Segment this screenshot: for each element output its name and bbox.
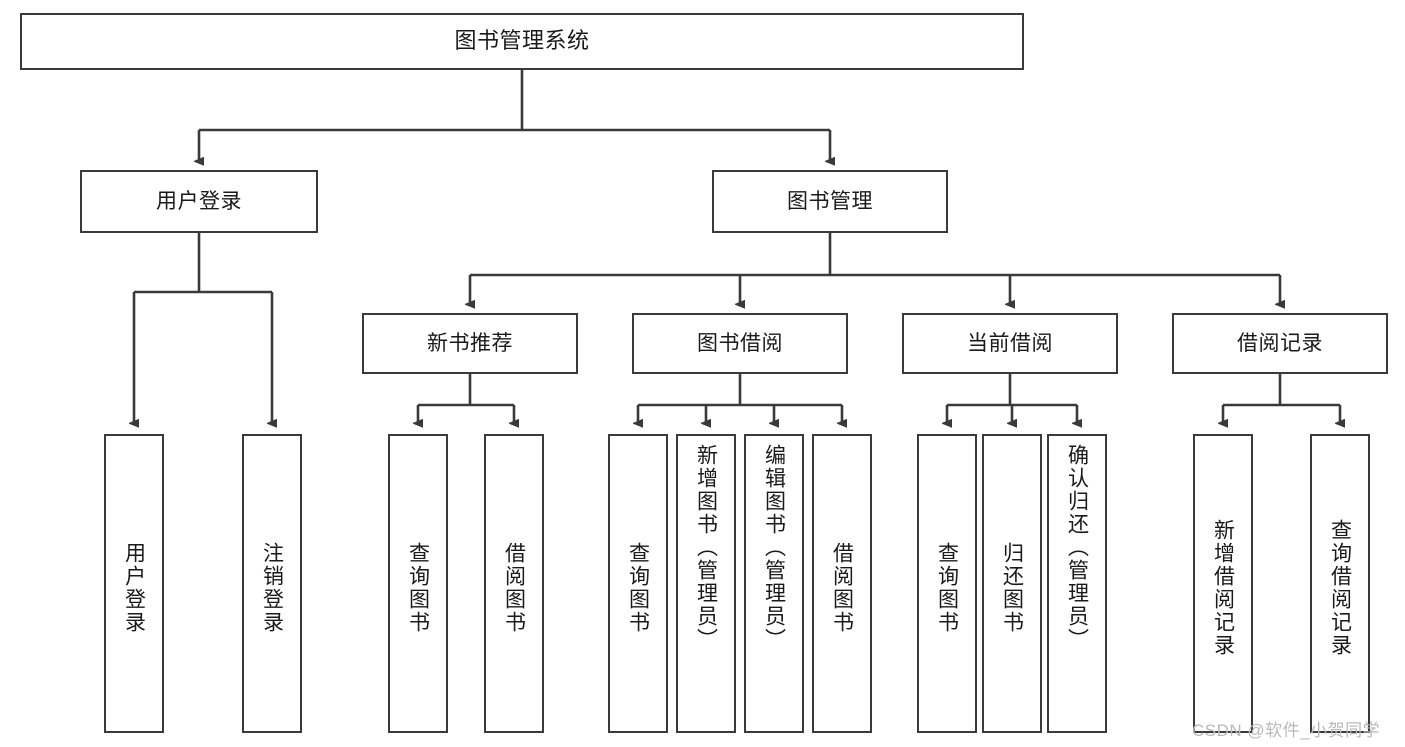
node-label: 借阅记录 <box>1237 331 1323 355</box>
node-label: 新增图书（管理员） <box>694 444 718 651</box>
leaf-user-login-logout[interactable]: 注销登录 <box>242 434 302 733</box>
leaf-records-add-record[interactable]: 新增借阅记录 <box>1193 434 1253 733</box>
node-label: 查询借阅记录 <box>1328 518 1352 657</box>
csdn-watermark: CSDN @软件_小贺同学 <box>1192 721 1381 740</box>
node-label: 图书借阅 <box>697 331 783 355</box>
node-label: 用户登录 <box>156 189 242 213</box>
leaf-new-book-borrow[interactable]: 借阅图书 <box>484 434 544 733</box>
node-new-book-recommend[interactable]: 新书推荐 <box>362 313 578 374</box>
leaf-current-confirm-return[interactable]: 确认归还（管理员） <box>1047 434 1107 733</box>
node-label: 查询图书 <box>626 541 650 634</box>
node-label: 编辑图书（管理员） <box>762 444 786 651</box>
node-label: 新书推荐 <box>427 331 513 355</box>
leaf-current-query-book[interactable]: 查询图书 <box>917 434 977 733</box>
node-label: 用户登录 <box>122 541 146 634</box>
node-label: 查询图书 <box>935 541 959 634</box>
leaf-borrow-add-book[interactable]: 新增图书（管理员） <box>676 434 736 733</box>
leaf-borrow-query-book[interactable]: 查询图书 <box>608 434 668 733</box>
leaf-records-query-record[interactable]: 查询借阅记录 <box>1310 434 1370 733</box>
node-label: 当前借阅 <box>967 331 1053 355</box>
node-label: 图书管理系统 <box>454 28 590 54</box>
node-current-borrow[interactable]: 当前借阅 <box>902 313 1118 374</box>
node-user-login[interactable]: 用户登录 <box>80 170 318 233</box>
leaf-borrow-edit-book[interactable]: 编辑图书（管理员） <box>744 434 804 733</box>
node-label: 注销登录 <box>260 541 284 634</box>
node-book-borrow[interactable]: 图书借阅 <box>632 313 848 374</box>
node-label: 新增借阅记录 <box>1211 518 1235 657</box>
leaf-user-login-login[interactable]: 用户登录 <box>104 434 164 733</box>
leaf-new-book-query[interactable]: 查询图书 <box>388 434 448 733</box>
node-label: 图书管理 <box>787 189 873 213</box>
node-root-system[interactable]: 图书管理系统 <box>20 13 1024 70</box>
leaf-current-return-book[interactable]: 归还图书 <box>982 434 1042 733</box>
node-book-management[interactable]: 图书管理 <box>712 170 948 233</box>
node-borrow-records[interactable]: 借阅记录 <box>1172 313 1388 374</box>
node-label: 查询图书 <box>406 541 430 634</box>
node-label: 借阅图书 <box>502 541 526 634</box>
node-label: 确认归还（管理员） <box>1065 444 1089 651</box>
node-label: 借阅图书 <box>830 541 854 634</box>
node-label: 归还图书 <box>1000 541 1024 634</box>
leaf-borrow-borrow-book[interactable]: 借阅图书 <box>812 434 872 733</box>
